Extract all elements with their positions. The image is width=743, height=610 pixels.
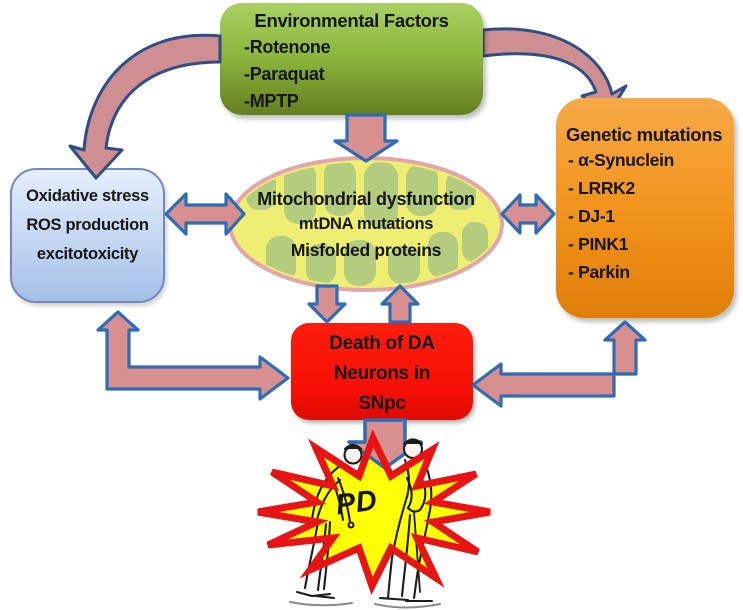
death-da-neurons-box: Death of DA Neurons in SNpc (291, 323, 473, 420)
mitochondrial-line: Mitochondrial dysfunction (257, 189, 475, 209)
genetic-item: - Parkin (568, 262, 630, 282)
environmental-title: Environmental Factors (254, 10, 449, 31)
death-line: Neurons in (333, 363, 431, 384)
genetic-item: - DJ-1 (568, 206, 615, 226)
genetic-item: - PINK1 (568, 234, 629, 254)
genetic-mutations-box: Genetic mutations - α-Synuclein - LRRK2 … (556, 98, 734, 318)
oxidative-stress-box: Oxidative stress ROS production excitoto… (10, 168, 165, 303)
oxidative-line: excitotoxicity (36, 245, 139, 263)
mitochondrial-line: mtDNA mutations (298, 215, 434, 233)
genetic-title: Genetic mutations (566, 124, 723, 145)
death-line: Death of DA (329, 333, 435, 354)
pd-label: PD (334, 484, 380, 522)
environmental-factors-box: Environmental Factors -Rotenone -Paraqua… (220, 3, 483, 115)
oxidative-line: ROS production (26, 216, 149, 234)
mitochondrial-line: Misfolded proteins (290, 240, 442, 260)
environmental-item: -MPTP (244, 91, 299, 111)
environmental-item: -Rotenone (244, 37, 331, 57)
environmental-items: -Rotenone -Paraquat -MPTP (220, 32, 483, 115)
oxidative-line: Oxidative stress (26, 187, 149, 205)
environmental-item: -Paraquat (244, 64, 325, 84)
genetic-item: - α-Synuclein (568, 150, 675, 170)
death-line: SNpc (358, 393, 406, 414)
genetic-item: - LRRK2 (568, 178, 635, 198)
